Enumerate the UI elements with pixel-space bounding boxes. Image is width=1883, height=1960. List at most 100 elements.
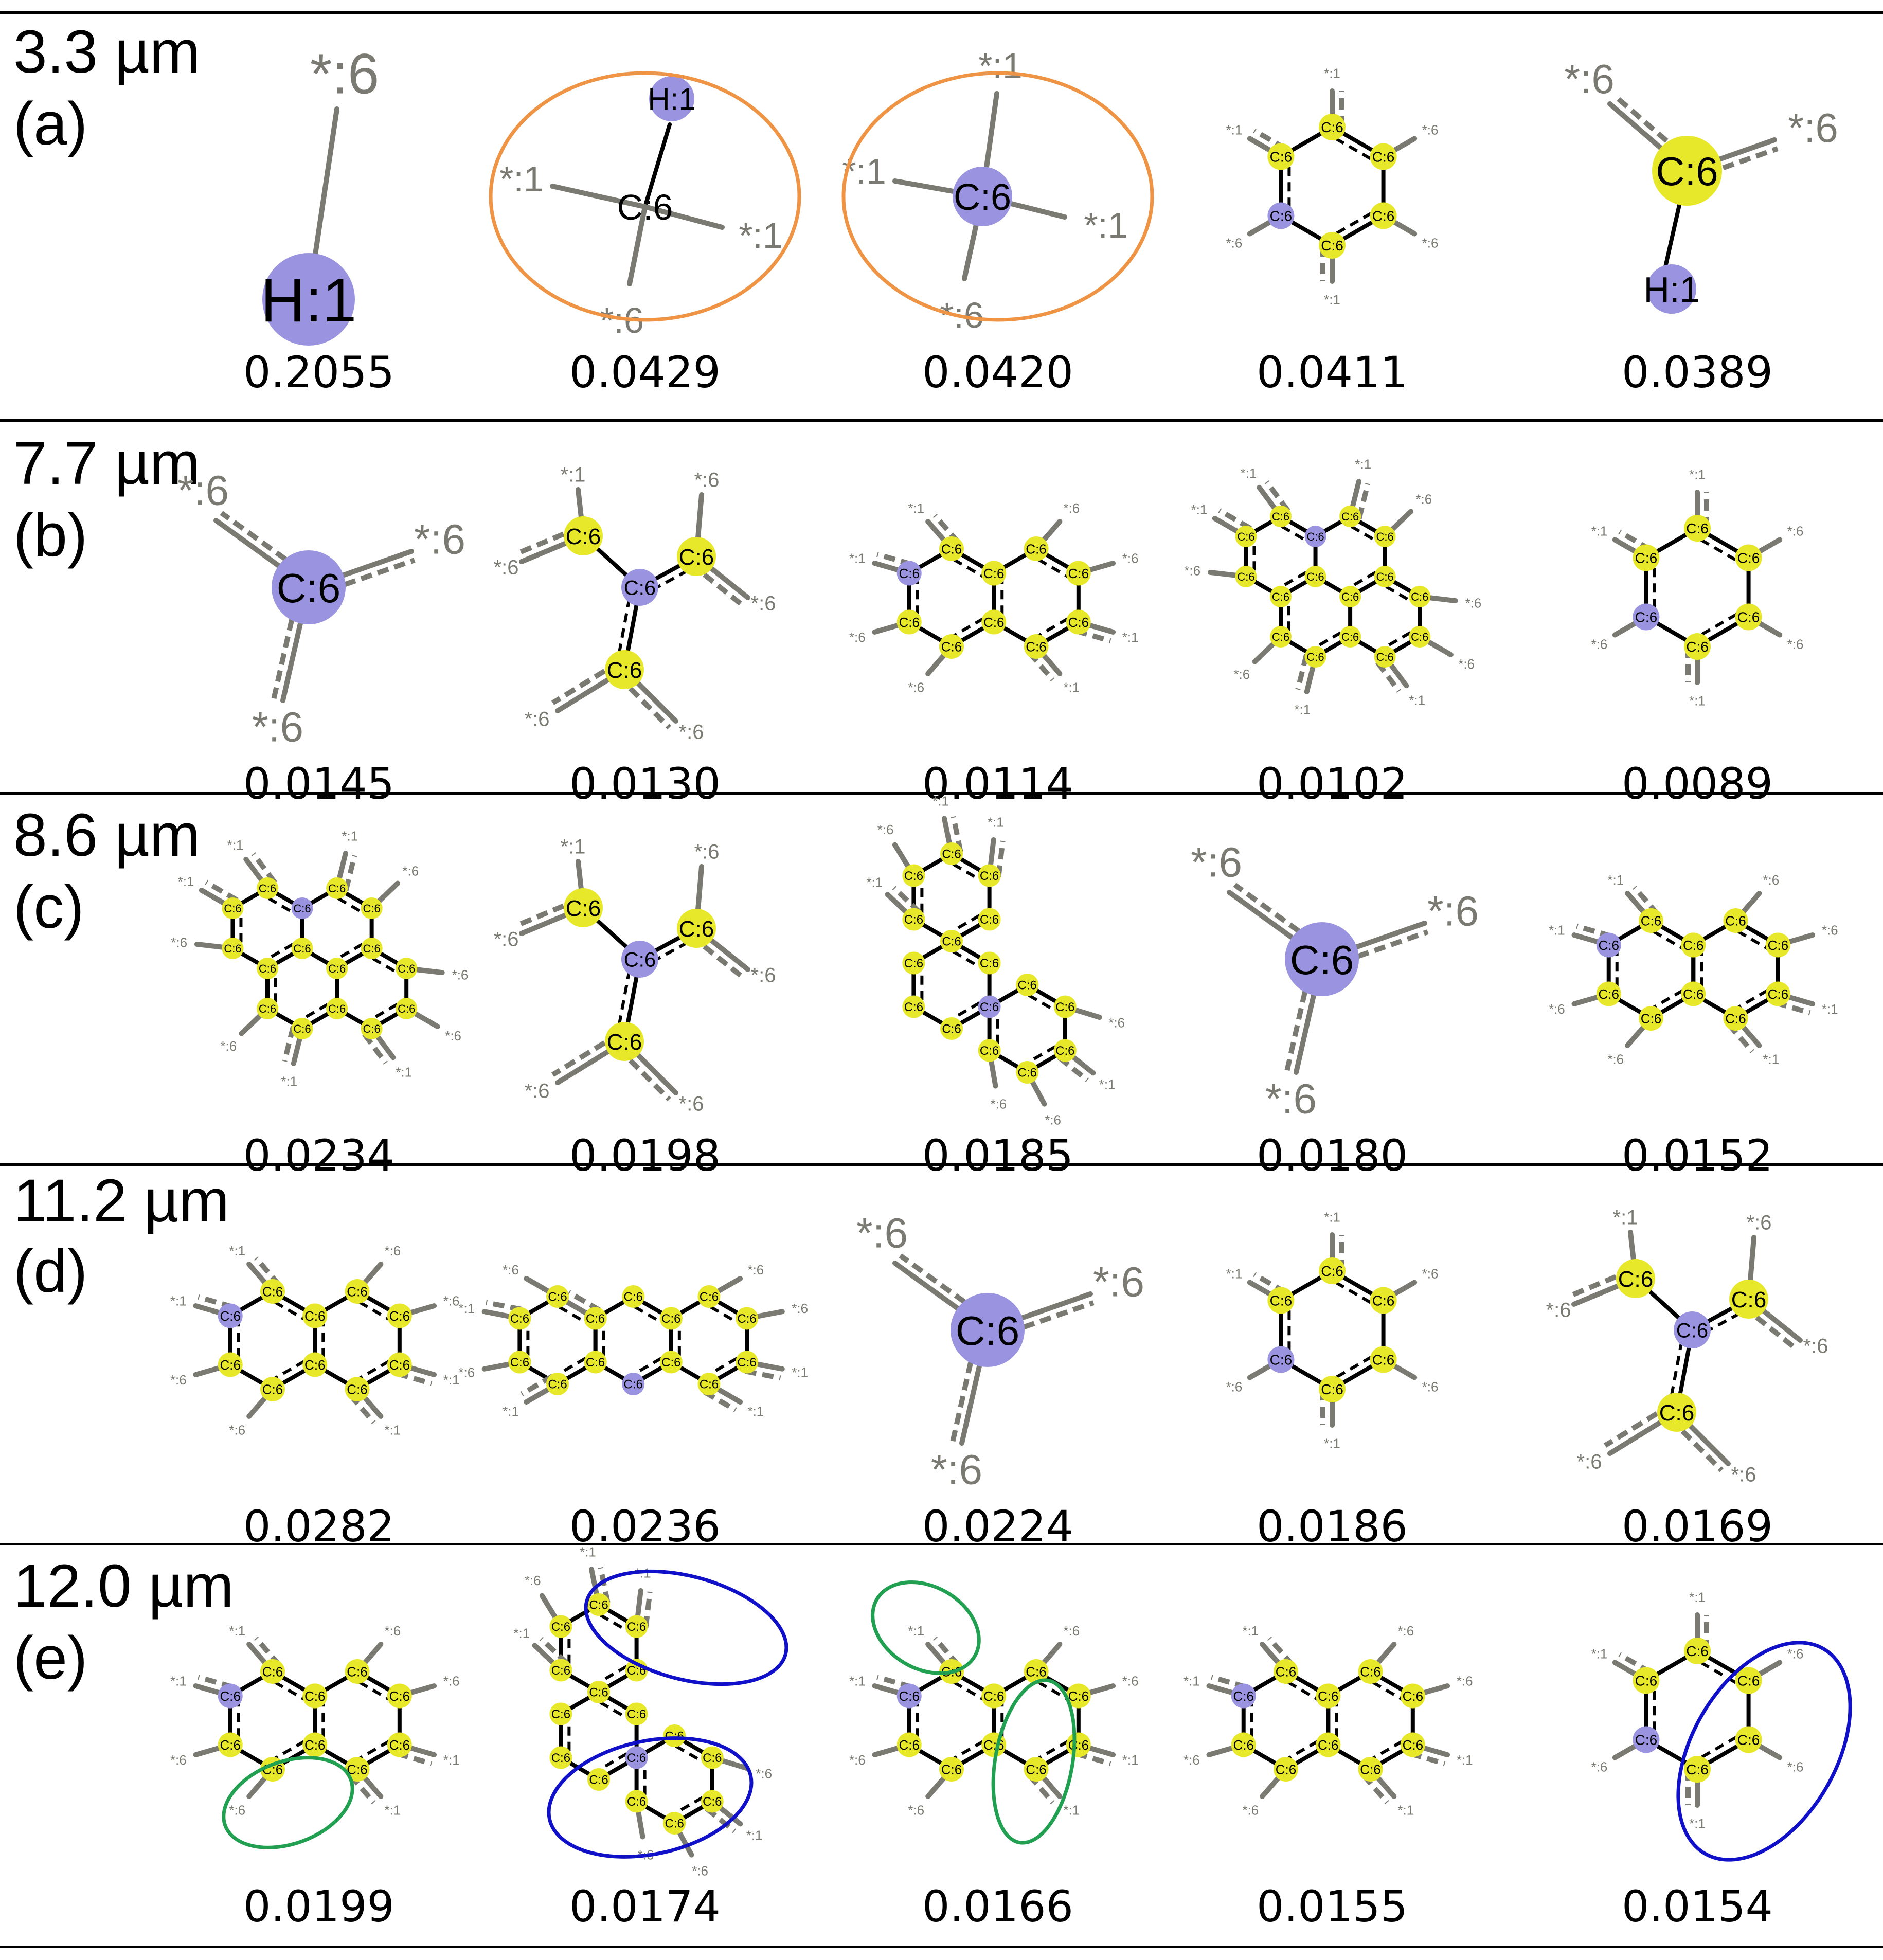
wildcard-label: *:6 <box>1564 56 1615 102</box>
importance-score: 0.0180 <box>1257 1130 1408 1181</box>
wildcard-label: *:1 <box>1191 502 1208 517</box>
wildcard-label: *:1 <box>281 1073 297 1089</box>
svg-text:C:6: C:6 <box>586 1356 605 1370</box>
carbon-atom: C:6 <box>326 958 348 979</box>
svg-text:C:6: C:6 <box>980 1044 999 1058</box>
svg-text:C:6: C:6 <box>551 1707 570 1721</box>
carbon-atom: C:6 <box>1235 526 1257 547</box>
wildcard-label: *:6 <box>1122 1674 1139 1689</box>
carbon-atom: C:6 <box>218 1683 243 1709</box>
wildcard-label: *:1 <box>1324 1435 1340 1451</box>
carbon-atom: C:6 <box>1674 1311 1711 1348</box>
carbon-atom: C:6 <box>940 1017 963 1040</box>
highlight-ellipse-green <box>991 1678 1077 1845</box>
wildcard-label: *:6 <box>170 1752 187 1768</box>
svg-text:C:6: C:6 <box>1686 1761 1709 1777</box>
wildcard-label: *:6 <box>1465 595 1482 610</box>
molecular-fragment: C:6*:6*:6*:6 <box>1168 805 1497 1124</box>
carbon-atom: C:6 <box>508 1351 531 1374</box>
carbon-atom: C:6 <box>549 1659 572 1682</box>
wildcard-label: *:6 <box>751 592 776 615</box>
svg-text:C:6: C:6 <box>277 565 341 611</box>
svg-text:C:6: C:6 <box>1321 119 1343 135</box>
wildcard-label: *:6 <box>1457 1674 1473 1689</box>
carbon-atom: C:6 <box>1684 515 1711 542</box>
wildcard-label: *:6 <box>1591 1759 1608 1774</box>
svg-text:C:6: C:6 <box>1686 520 1709 536</box>
carbon-atom: C:6 <box>622 1285 645 1308</box>
svg-text:H:1: H:1 <box>261 266 357 335</box>
svg-text:C:6: C:6 <box>1676 1319 1708 1342</box>
wildcard-label: *:6 <box>1787 636 1804 652</box>
svg-text:C:6: C:6 <box>899 566 919 581</box>
importance-score: 0.0152 <box>1622 1130 1773 1181</box>
carbon-atom: C:6 <box>345 1757 370 1782</box>
carbon-atom: C:6 <box>981 1683 1007 1709</box>
wildcard-label: *:1 <box>443 1752 460 1768</box>
wildcard-label: *:1 <box>1324 1209 1340 1225</box>
wildcard-label: *:1 <box>1689 693 1706 708</box>
highlight-ellipse-blue <box>547 1736 754 1859</box>
wildcard-label: *:1 <box>932 793 949 808</box>
carbon-atom: C:6 <box>291 938 313 959</box>
carbon-atom: C:6 <box>1616 1259 1655 1298</box>
carbon-atom: C:6 <box>1274 1659 1298 1684</box>
svg-text:C:6: C:6 <box>1233 1688 1253 1704</box>
carbon-atom: C:6 <box>546 1373 569 1395</box>
svg-text:C:6: C:6 <box>1290 937 1354 983</box>
importance-score: 0.0185 <box>922 1130 1073 1181</box>
svg-text:C:6: C:6 <box>1306 530 1324 543</box>
wildcard-label: *:6 <box>849 630 866 645</box>
wildcard-label: *:1 <box>1689 1815 1706 1831</box>
importance-score: 0.0236 <box>569 1501 721 1552</box>
svg-text:C:6: C:6 <box>954 177 1011 218</box>
importance-score: 0.0145 <box>243 759 394 809</box>
carbon-atom: C:6 <box>1374 566 1396 587</box>
carbon-atom: C:6 <box>302 1732 328 1757</box>
wildcard-label: *:1 <box>170 1293 187 1309</box>
svg-text:C:6: C:6 <box>220 1308 240 1324</box>
wildcard-label: *:1 <box>1689 466 1706 482</box>
wildcard-label: *:6 <box>525 1080 550 1102</box>
wavelength-label: 12.0 µm <box>13 1552 234 1620</box>
svg-text:H:1: H:1 <box>1644 269 1700 310</box>
row-divider <box>0 1946 1883 1948</box>
svg-text:C:6: C:6 <box>627 1795 646 1809</box>
carbon-atom: C:6 <box>1374 526 1396 547</box>
carbon-atom: C:6 <box>1409 586 1431 607</box>
svg-text:C:6: C:6 <box>1270 149 1293 165</box>
carbon-atom: C:6 <box>1684 1638 1711 1664</box>
wildcard-label: *:6 <box>856 1210 908 1257</box>
wildcard-label: *:6 <box>792 1301 808 1316</box>
wildcard-label: *:1 <box>978 46 1023 86</box>
wildcard-label: *:6 <box>1763 872 1779 888</box>
carbon-atom: C:6 <box>1735 603 1762 631</box>
molecular-fragment: C:6*:1*:1*:1*:6 <box>833 32 1162 351</box>
carbon-atom: C:6 <box>218 1732 243 1757</box>
wildcard-label: *:1 <box>561 463 586 486</box>
carbon-atom: C:6 <box>361 938 383 959</box>
importance-score: 0.0169 <box>1622 1501 1773 1552</box>
svg-text:C:6: C:6 <box>293 942 311 955</box>
wildcard-label: *:1 <box>1242 1623 1259 1639</box>
importance-score: 0.0282 <box>243 1501 394 1552</box>
panel-letter: (b) <box>13 501 88 569</box>
carbon-atom: C:6 <box>978 995 1001 1018</box>
svg-text:C:6: C:6 <box>1737 1732 1760 1748</box>
svg-text:C:6: C:6 <box>703 1751 722 1765</box>
carbon-atom: C:6 <box>549 1615 572 1638</box>
importance-score: 0.0154 <box>1622 1881 1773 1932</box>
wildcard-label: *:6 <box>877 822 894 837</box>
carbon-atom: C:6 <box>902 995 925 1018</box>
wildcard-label: *:1 <box>1183 1674 1200 1689</box>
svg-text:C:6: C:6 <box>627 1751 646 1765</box>
highlight-ellipse-green <box>222 1756 354 1849</box>
svg-text:C:6: C:6 <box>398 1002 415 1015</box>
carbon-atom: C:6 <box>1267 1346 1295 1373</box>
svg-text:C:6: C:6 <box>703 1795 722 1809</box>
svg-text:C:6: C:6 <box>904 869 923 883</box>
